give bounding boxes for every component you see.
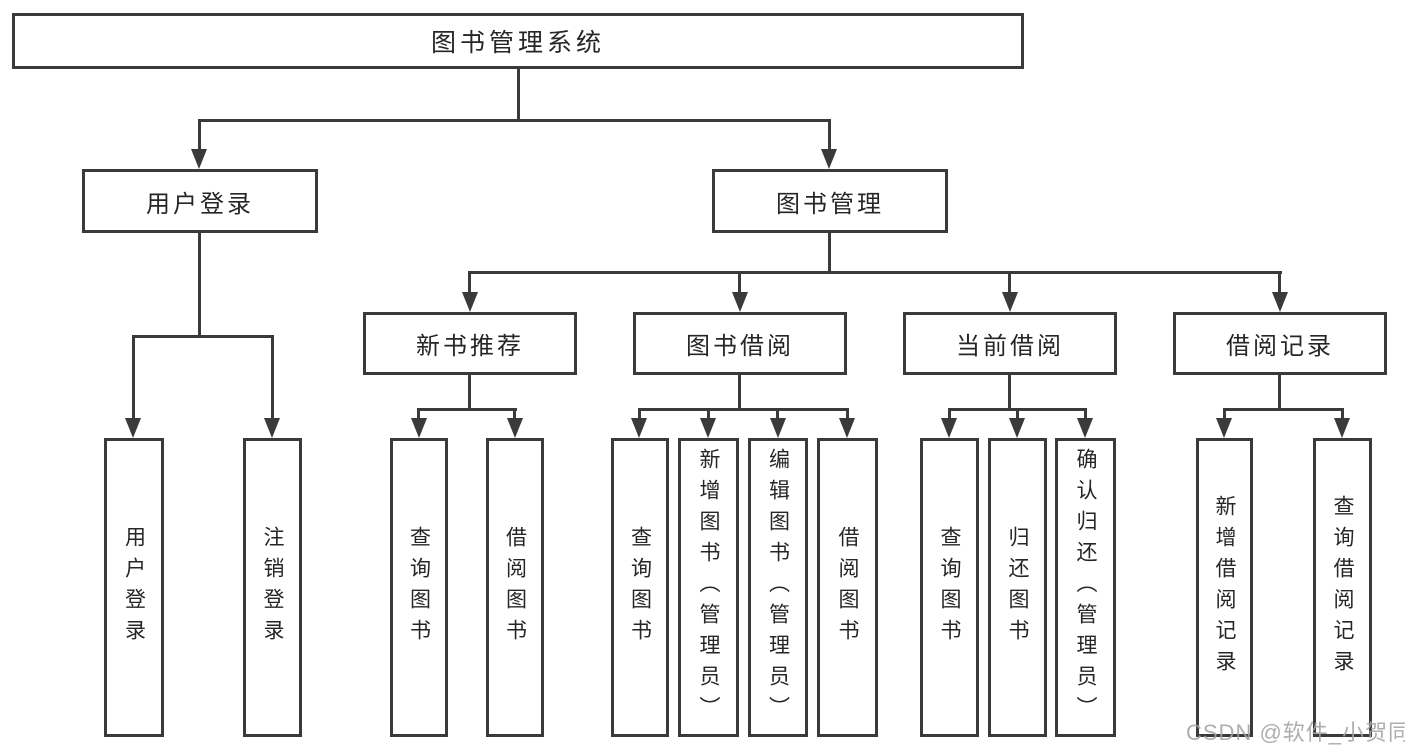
arrowhead-logout bbox=[264, 418, 280, 438]
node-new-book-recommendation: 新书推荐 bbox=[363, 312, 577, 375]
connector-drop-nb-query bbox=[417, 408, 420, 420]
connector-drop-user-login bbox=[198, 119, 201, 150]
leaf-cb-query-books: 查询图书 bbox=[920, 438, 979, 737]
arrowhead-book-mgmt bbox=[821, 149, 837, 169]
arrowhead-br-query bbox=[1334, 418, 1350, 438]
node-label: 借阅记录 bbox=[1226, 333, 1334, 360]
node-label: 编辑图书（管理员） bbox=[766, 448, 790, 727]
connector-drop-cb-return bbox=[1016, 408, 1019, 420]
node-label: 新增图书（管理员） bbox=[697, 448, 720, 727]
node-label: 归还图书 bbox=[1006, 525, 1029, 650]
node-label: 查询图书 bbox=[407, 525, 431, 650]
node-user-login: 用户登录 bbox=[82, 169, 318, 233]
connector-drop-new-book-rec bbox=[468, 271, 471, 293]
arrowhead-book-borrow bbox=[732, 292, 748, 312]
connector-drop-borrow-records bbox=[1278, 271, 1281, 293]
arrowhead-user-login bbox=[191, 149, 207, 169]
connector-borrow-records-rail bbox=[1223, 408, 1344, 411]
arrowhead-br-add bbox=[1216, 418, 1232, 438]
connector-drop-cb-query bbox=[948, 408, 951, 420]
connector-drop-current-borrow bbox=[1008, 271, 1011, 293]
leaf-bb-add-books-admin: 新增图书（管理员） bbox=[678, 438, 739, 737]
connector-book-mgmt-rail bbox=[468, 271, 1282, 274]
arrowhead-bb-query bbox=[631, 418, 647, 438]
leaf-br-add-record: 新增借阅记录 bbox=[1196, 438, 1253, 737]
connector-drop-br-add bbox=[1223, 408, 1226, 420]
connector-drop-book-mgmt bbox=[828, 119, 831, 150]
connector-drop-logout bbox=[271, 335, 274, 419]
arrowhead-bb-borrow bbox=[839, 418, 855, 438]
connector-current-borrow-stem bbox=[1008, 373, 1011, 410]
arrowhead-cb-return bbox=[1009, 418, 1025, 438]
connector-new-book-rec-rail bbox=[417, 408, 517, 411]
node-label: 借阅图书 bbox=[836, 525, 859, 650]
leaf-nb-borrow-books: 借阅图书 bbox=[486, 438, 544, 737]
arrowhead-cb-confirm bbox=[1077, 418, 1093, 438]
leaf-cb-confirm-return-admin: 确认归还（管理员） bbox=[1055, 438, 1116, 737]
csdn-watermark: CSDN @软件_小贺同学 bbox=[1186, 720, 1405, 745]
node-label: 新增借阅记录 bbox=[1213, 494, 1236, 681]
arrowhead-new-book-rec bbox=[462, 292, 478, 312]
node-label: 图书管理 bbox=[776, 190, 884, 218]
node-current-borrowing: 当前借阅 bbox=[903, 312, 1117, 375]
connector-user-login-stem bbox=[198, 231, 201, 336]
node-label: 新书推荐 bbox=[416, 333, 524, 360]
arrowhead-borrow-records bbox=[1272, 292, 1288, 312]
connector-new-book-rec-stem bbox=[468, 373, 471, 410]
leaf-br-query-record: 查询借阅记录 bbox=[1313, 438, 1372, 737]
node-label: 查询图书 bbox=[628, 525, 652, 650]
leaf-logout: 注销登录 bbox=[243, 438, 302, 737]
node-label: 查询图书 bbox=[938, 525, 961, 650]
connector-book-mgmt-stem bbox=[828, 231, 831, 273]
connector-book-borrow-stem bbox=[738, 373, 741, 410]
connector-drop-bb-add bbox=[707, 408, 710, 420]
arrowhead-nb-borrow bbox=[507, 418, 523, 438]
leaf-bb-borrow-books: 借阅图书 bbox=[817, 438, 878, 737]
leaf-cb-return-books: 归还图书 bbox=[988, 438, 1047, 737]
connector-drop-bb-query bbox=[638, 408, 641, 420]
arrowhead-current-borrow bbox=[1002, 292, 1018, 312]
node-label: 当前借阅 bbox=[956, 333, 1064, 360]
arrowhead-cb-query bbox=[941, 418, 957, 438]
node-library-management-system: 图书管理系统 bbox=[12, 13, 1024, 69]
node-label: 借阅图书 bbox=[503, 525, 527, 650]
connector-drop-cb-confirm bbox=[1084, 408, 1087, 420]
connector-drop-bb-edit bbox=[776, 408, 779, 420]
connector-book-borrow-rail bbox=[638, 408, 849, 411]
connector-root-rail bbox=[198, 119, 831, 122]
node-label: 查询借阅记录 bbox=[1331, 494, 1354, 681]
leaf-bb-query-books: 查询图书 bbox=[611, 438, 669, 737]
connector-drop-bb-borrow bbox=[846, 408, 849, 420]
connector-drop-br-query bbox=[1341, 408, 1344, 420]
connector-user-login-rail bbox=[132, 335, 274, 338]
node-label: 用户登录 bbox=[122, 525, 146, 650]
node-label: 图书管理系统 bbox=[430, 29, 605, 57]
connector-drop-book-borrow bbox=[738, 271, 741, 293]
arrowhead-bb-edit bbox=[770, 418, 786, 438]
node-label: 注销登录 bbox=[261, 525, 284, 650]
leaf-nb-query-books: 查询图书 bbox=[390, 438, 448, 737]
node-label: 用户登录 bbox=[146, 190, 254, 218]
connector-drop-nb-borrow bbox=[513, 408, 516, 420]
node-borrowing-records: 借阅记录 bbox=[1173, 312, 1387, 375]
node-label: 图书借阅 bbox=[686, 333, 794, 360]
connector-drop-login bbox=[132, 335, 135, 419]
arrowhead-login bbox=[125, 418, 141, 438]
arrowhead-nb-query bbox=[411, 418, 427, 438]
node-book-management: 图书管理 bbox=[712, 169, 948, 233]
connector-root-stem bbox=[517, 66, 520, 121]
node-book-borrowing: 图书借阅 bbox=[633, 312, 847, 375]
node-label: 确认归还（管理员） bbox=[1074, 448, 1097, 727]
connector-borrow-records-stem bbox=[1278, 373, 1281, 410]
arrowhead-bb-add bbox=[700, 418, 716, 438]
leaf-user-login: 用户登录 bbox=[104, 438, 164, 737]
leaf-bb-edit-books-admin: 编辑图书（管理员） bbox=[748, 438, 808, 737]
